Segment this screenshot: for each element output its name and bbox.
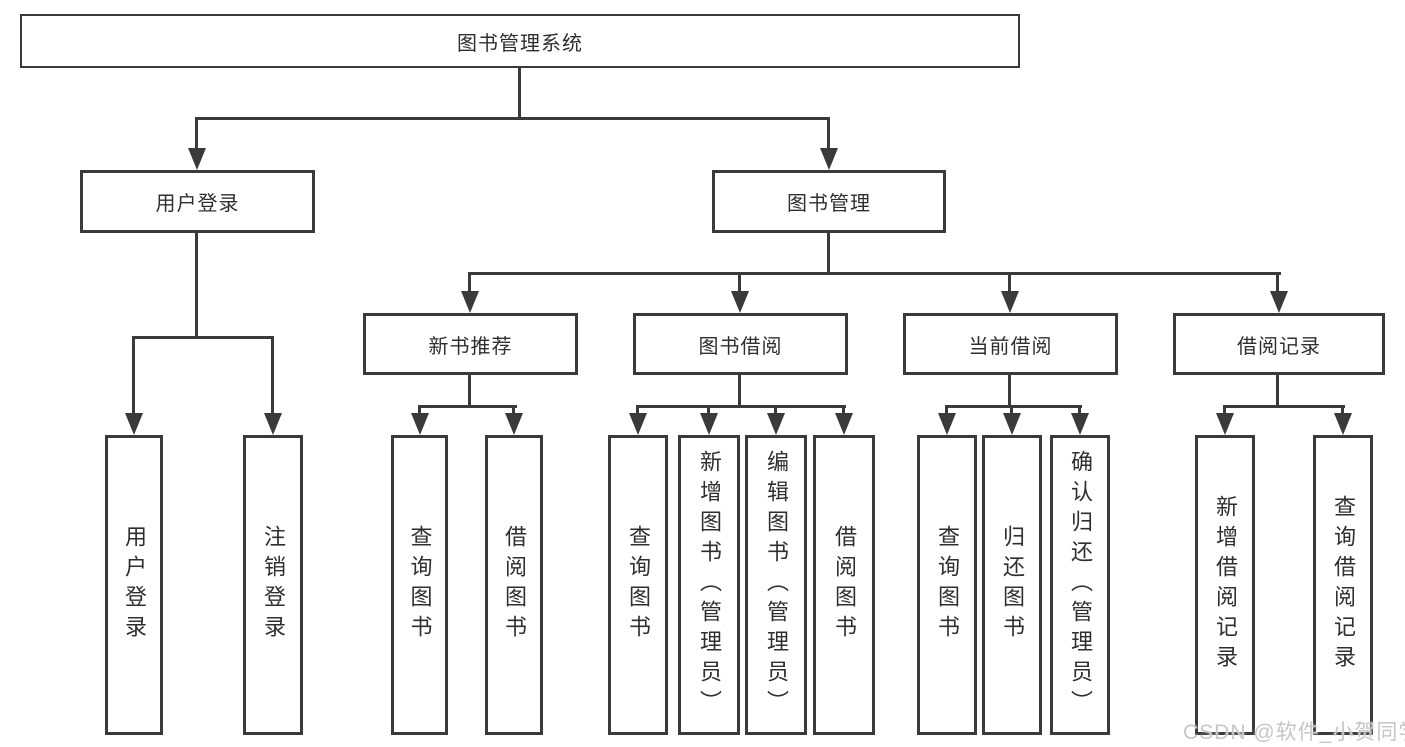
connector-drop-book-borrow xyxy=(738,272,741,293)
connector-drop-leaf-user-login xyxy=(132,336,135,415)
connector-drop-new-book xyxy=(468,272,471,293)
connector-drop xyxy=(842,405,845,415)
leaf-current-query-books: 查询图书 xyxy=(917,435,977,735)
csdn-watermark: CSDN @软件_小贺同学 xyxy=(1183,721,1405,744)
leaf-confirm-return-admin-label: 确认归还（管理员） xyxy=(1068,450,1093,720)
arrow-down-icon xyxy=(1216,413,1234,435)
connector-drop xyxy=(707,405,710,415)
arrow-down-icon xyxy=(1001,291,1019,313)
node-new-book-recommend: 新书推荐 xyxy=(363,313,578,375)
leaf-add-book-admin: 新增图书（管理员） xyxy=(678,435,740,735)
node-library-system: 图书管理系统 xyxy=(20,14,1020,68)
leaf-borrow-books: 借阅图书 xyxy=(813,435,875,735)
connector-drop xyxy=(1078,405,1081,415)
connector-drop-borrow-records xyxy=(1276,272,1279,293)
leaf-recommend-query-books: 查询图书 xyxy=(391,435,448,735)
connector-root-bus xyxy=(195,117,829,120)
connector-book-mgmt-stem xyxy=(827,233,830,272)
leaf-add-borrow-record-label: 新增借阅记录 xyxy=(1213,495,1238,675)
arrow-down-icon xyxy=(938,413,956,435)
node-current-borrow: 当前借阅 xyxy=(903,313,1118,375)
arrow-down-icon xyxy=(461,291,479,313)
connector-user-login-bus xyxy=(132,336,274,339)
arrow-down-icon xyxy=(731,291,749,313)
leaf-current-query-books-label: 查询图书 xyxy=(935,525,960,645)
leaf-logout: 注销登录 xyxy=(243,435,303,735)
arrow-down-icon xyxy=(629,413,647,435)
connector-drop-leaf-logout xyxy=(271,336,274,415)
leaf-query-borrow-record: 查询借阅记录 xyxy=(1313,435,1373,735)
arrow-down-icon xyxy=(1270,291,1288,313)
node-book-management: 图书管理 xyxy=(712,170,946,233)
leaf-recommend-borrow-books: 借阅图书 xyxy=(485,435,543,735)
connector-book-mgmt-bus xyxy=(468,272,1281,275)
leaf-add-borrow-record: 新增借阅记录 xyxy=(1195,435,1255,735)
connector-new-book-bus xyxy=(418,405,517,408)
connector-drop xyxy=(1341,405,1344,415)
connector-drop xyxy=(1010,405,1013,415)
leaf-return-books-label: 归还图书 xyxy=(1000,525,1025,645)
arrow-down-icon xyxy=(700,413,718,435)
arrow-down-icon xyxy=(505,413,523,435)
leaf-user-login-label: 用户登录 xyxy=(122,525,147,645)
leaf-edit-book-admin: 编辑图书（管理员） xyxy=(745,435,807,735)
connector-drop xyxy=(418,405,421,415)
connector-drop xyxy=(512,405,515,415)
arrow-down-icon xyxy=(767,413,785,435)
arrow-down-icon xyxy=(188,148,206,170)
arrow-down-icon xyxy=(411,413,429,435)
leaf-edit-book-admin-label: 编辑图书（管理员） xyxy=(764,450,789,720)
arrow-down-icon xyxy=(835,413,853,435)
node-borrow-records: 借阅记录 xyxy=(1173,313,1385,375)
connector-drop xyxy=(945,405,948,415)
arrow-down-icon xyxy=(1071,413,1089,435)
connector-drop xyxy=(636,405,639,415)
leaf-query-borrow-record-label: 查询借阅记录 xyxy=(1331,495,1356,675)
connector-borrow-records-bus xyxy=(1223,405,1345,408)
connector-drop-user-login xyxy=(195,117,198,150)
connector-user-login-stem xyxy=(195,233,198,336)
connector-borrow-records-stem xyxy=(1276,375,1279,405)
arrow-down-icon xyxy=(820,148,838,170)
leaf-return-books: 归还图书 xyxy=(982,435,1042,735)
connector-current-borrow-stem xyxy=(1008,375,1011,405)
node-book-borrow: 图书借阅 xyxy=(633,313,848,375)
arrow-down-icon xyxy=(1003,413,1021,435)
leaf-add-book-admin-label: 新增图书（管理员） xyxy=(697,450,722,720)
node-user-login: 用户登录 xyxy=(80,170,315,233)
leaf-borrow-query-books-label: 查询图书 xyxy=(626,525,651,645)
connector-new-book-stem xyxy=(468,375,471,405)
leaf-borrow-query-books: 查询图书 xyxy=(608,435,668,735)
leaf-borrow-books-label: 借阅图书 xyxy=(832,525,857,645)
leaf-recommend-borrow-books-label: 借阅图书 xyxy=(502,525,527,645)
connector-drop-current-borrow xyxy=(1008,272,1011,293)
arrow-down-icon xyxy=(264,413,282,435)
connector-book-borrow-stem xyxy=(738,375,741,405)
leaf-user-login: 用户登录 xyxy=(105,435,163,735)
connector-drop xyxy=(1223,405,1226,415)
connector-drop-book-management xyxy=(827,117,830,150)
connector-book-borrow-bus xyxy=(636,405,846,408)
leaf-logout-label: 注销登录 xyxy=(261,525,286,645)
arrow-down-icon xyxy=(1334,413,1352,435)
leaf-confirm-return-admin: 确认归还（管理员） xyxy=(1050,435,1110,735)
connector-drop xyxy=(774,405,777,415)
connector-root-stem xyxy=(518,68,521,117)
arrow-down-icon xyxy=(125,413,143,435)
connector-current-borrow-bus xyxy=(945,405,1082,408)
leaf-recommend-query-books-label: 查询图书 xyxy=(407,525,433,645)
